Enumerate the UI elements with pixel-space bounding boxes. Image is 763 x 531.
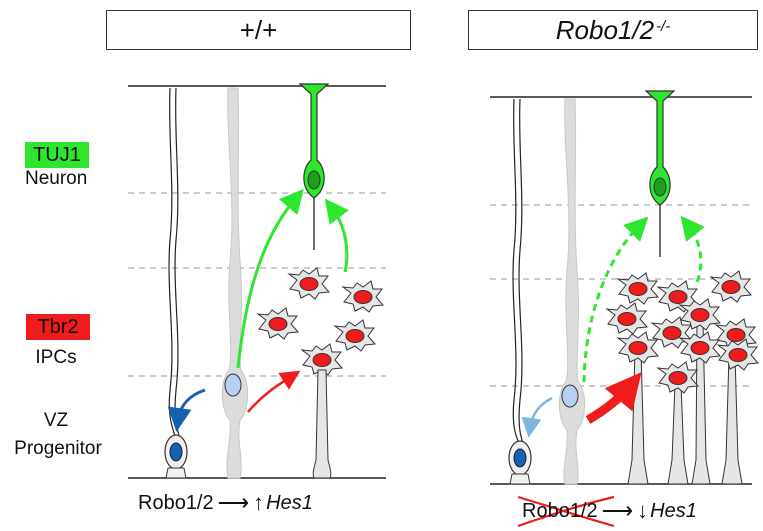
knockout-gene: Hes1 — [650, 499, 697, 522]
knockout-header: Robo1/2-/- — [468, 10, 758, 50]
wildtype-gene: Hes1 — [266, 491, 313, 514]
wildtype-up-arrow: ↑ — [253, 490, 265, 515]
vz-label: VZ — [43, 410, 69, 431]
wildtype-footer: Robo1/2 ⟶ ↑ Hes1 — [138, 490, 313, 516]
tuj1-badge: TUJ1 — [25, 142, 89, 168]
tbr2-badge: Tbr2 — [26, 314, 90, 340]
neuron-label: Neuron — [25, 168, 88, 189]
knockout-superscript: -/- — [656, 17, 671, 35]
tuj1-neuron-right — [645, 90, 675, 258]
knockout-footer: Robo1/2 ⟶ ↓ Hes1 — [522, 498, 697, 524]
wildtype-label: +/+ — [239, 14, 278, 45]
knockout-down-arrow: ↓ — [637, 498, 649, 523]
knockout-receptor: Robo1/2 — [522, 499, 598, 522]
knockout-panel — [490, 90, 759, 485]
knockout-label: Robo1/2 — [555, 14, 655, 45]
knockout-arrow: ⟶ — [601, 498, 634, 523]
wildtype-arrow: ⟶ — [217, 490, 250, 515]
tuj1-neuron-left — [299, 83, 329, 251]
wildtype-panel — [128, 83, 386, 479]
wildtype-receptor: Robo1/2 — [138, 491, 214, 514]
robo-deletion-cross — [517, 495, 615, 528]
ipcs-label: IPCs — [35, 347, 77, 368]
progenitor-label: Progenitor — [14, 438, 102, 459]
wildtype-header: +/+ — [106, 10, 411, 50]
